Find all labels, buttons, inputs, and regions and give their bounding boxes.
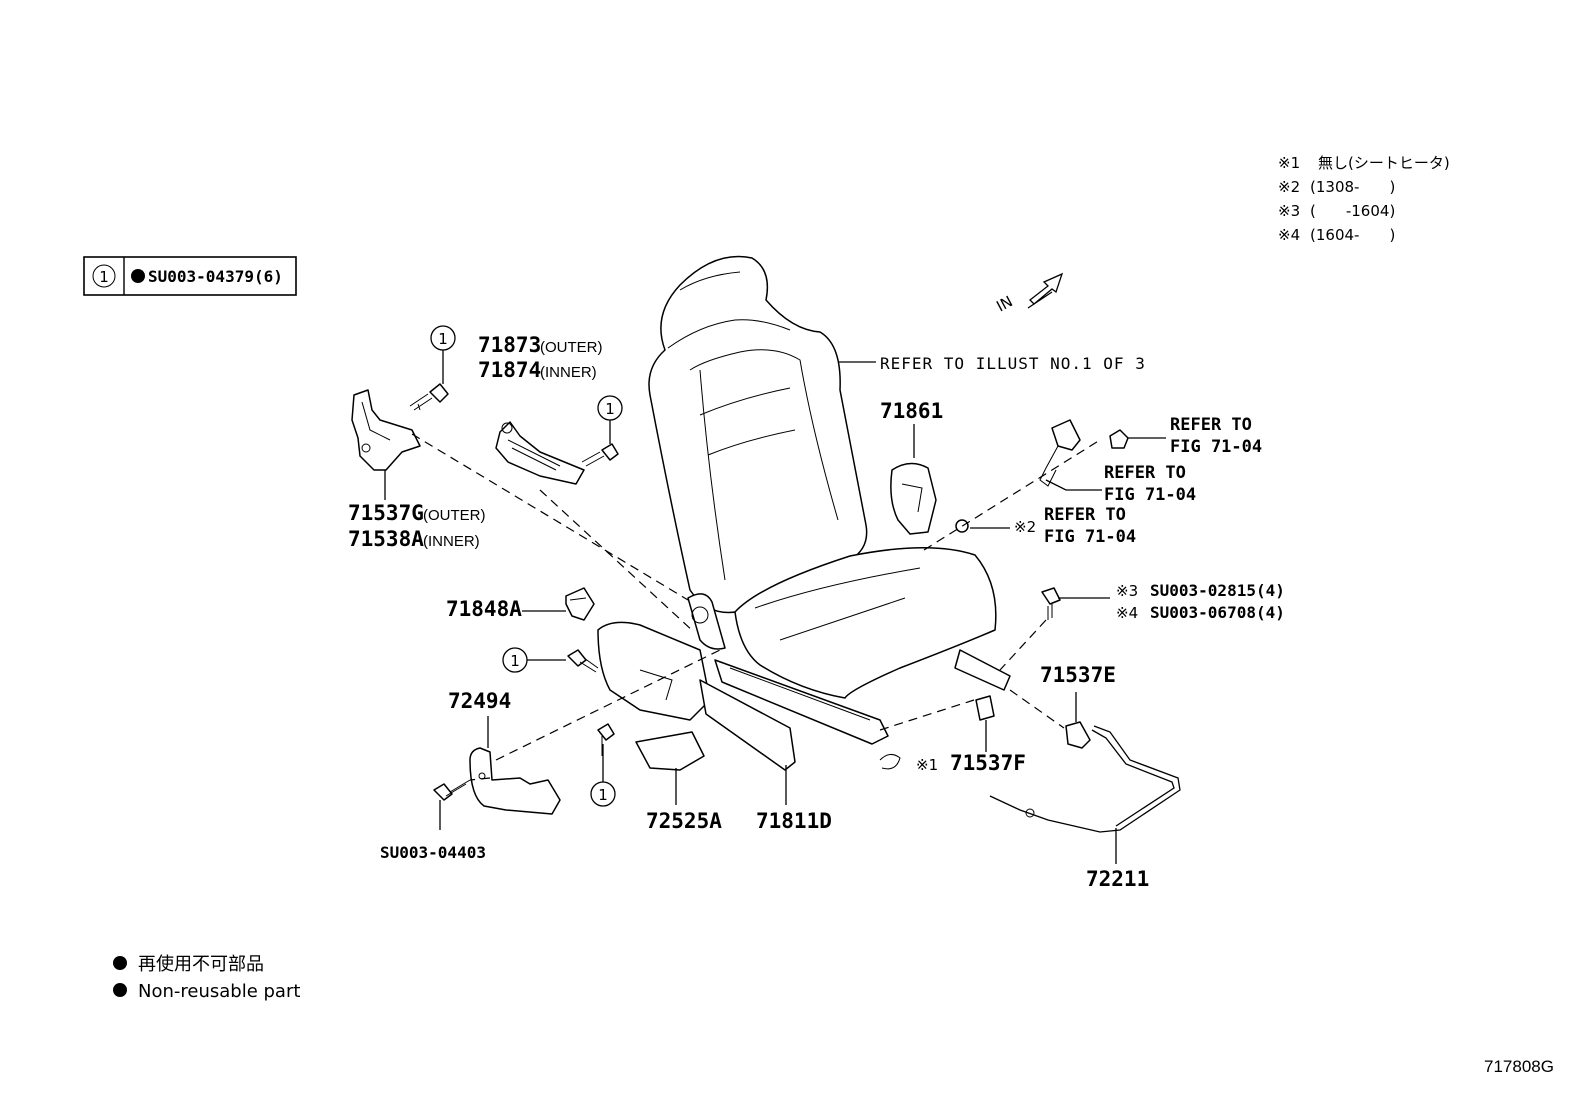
- ref3-mark: ※2: [1014, 518, 1036, 536]
- bolt-b-number: SU003-06708(4): [1150, 603, 1285, 622]
- part-71873-number: 71873: [478, 333, 541, 357]
- cover-71861-part: [890, 462, 937, 535]
- circle-label-1: 1: [438, 330, 448, 348]
- legend-line1: 再使用不可部品: [138, 954, 264, 975]
- key-box-part: SU003-04379(6): [148, 267, 283, 286]
- ref1-line2: FIG 71-04: [1170, 437, 1262, 457]
- direction-label: IN: [993, 292, 1015, 315]
- ref1-line1: REFER TO: [1170, 415, 1252, 435]
- screw-icon: [409, 383, 449, 411]
- bolt-b-mark: ※4: [1116, 604, 1138, 622]
- bolt-a-mark: ※3: [1116, 582, 1138, 600]
- bolt-icon: [1041, 587, 1061, 620]
- non-reusable-dot-icon: [113, 956, 127, 970]
- clip-71848A-part: [565, 587, 595, 621]
- pad-71537E-part: [1065, 721, 1091, 749]
- washer-icon: [955, 519, 969, 533]
- note-mark-2: ※2: [1278, 178, 1300, 196]
- handle-72525A-part: [635, 731, 705, 771]
- part-71873-tag: (OUTER): [540, 339, 603, 356]
- circle-label-2: 1: [605, 400, 615, 418]
- sensor-71537F-part: [975, 695, 995, 721]
- screw-bottom-number: SU003-04403: [380, 843, 486, 862]
- in-direction-arrow-icon: IN: [993, 272, 1064, 316]
- part-71848A-number: 71848A: [446, 597, 522, 621]
- part-71861-number: 71861: [880, 399, 943, 423]
- non-reusable-dot-icon: [113, 983, 127, 997]
- side-shield-part: [597, 621, 711, 721]
- bolt-a-number: SU003-02815(4): [1150, 581, 1285, 600]
- note-mark-3: ※3: [1278, 202, 1300, 220]
- part-72494-number: 72494: [448, 689, 511, 713]
- legend: 再使用不可部品 Non-reusable part: [113, 954, 300, 1002]
- figure-id: 717808G: [1484, 1057, 1554, 1076]
- ref2-line2: FIG 71-04: [1104, 485, 1196, 505]
- note-text-3: ( -1604): [1310, 202, 1395, 220]
- cover-72494-part: [469, 747, 561, 815]
- nut-icon: [1109, 429, 1129, 449]
- non-reusable-dot-icon: [131, 269, 145, 283]
- ref3-line1: REFER TO: [1044, 505, 1126, 525]
- circle-label-4: 1: [598, 786, 608, 804]
- ref3-line2: FIG 71-04: [1044, 527, 1136, 547]
- seat-refer-text: REFER TO ILLUST NO.1 OF 3: [880, 354, 1146, 373]
- legend-line2: Non-reusable part: [138, 981, 300, 1002]
- trim-71811D-part: [699, 679, 796, 771]
- note-text-4: (1604- ): [1310, 226, 1395, 244]
- bracket-71873-part: [495, 421, 585, 485]
- part-71537F-mark: ※1: [916, 756, 938, 774]
- screw-icon: [581, 443, 619, 467]
- part-71537G-number: 71537G: [348, 501, 424, 525]
- belt-buckle-part: [1039, 419, 1081, 487]
- screw-icon: [567, 649, 599, 673]
- part-71874-number: 71874: [478, 358, 541, 382]
- wire-72211-part: [989, 725, 1181, 833]
- key-box-index: 1: [99, 268, 109, 286]
- part-72525A-number: 72525A: [646, 809, 722, 833]
- key-box: 1 SU003-04379(6): [83, 256, 297, 296]
- ref2-line1: REFER TO: [1104, 463, 1186, 483]
- part-71537G-tag: (OUTER): [423, 507, 486, 524]
- part-71811D-number: 71811D: [756, 809, 832, 833]
- note-text-2: (1308- ): [1310, 178, 1395, 196]
- screw-icon: [597, 723, 615, 756]
- screw-icon: [433, 779, 471, 801]
- seat-assembly: [648, 255, 1011, 770]
- note-text-1: 無し(シートヒータ): [1318, 154, 1450, 172]
- part-71537E-number: 71537E: [1040, 663, 1116, 687]
- note-mark-1: ※1: [1278, 154, 1300, 172]
- part-71538A-tag: (INNER): [423, 533, 480, 550]
- note-mark-4: ※4: [1278, 226, 1300, 244]
- part-71537F-number: 71537F: [950, 751, 1026, 775]
- part-72211-number: 72211: [1086, 867, 1149, 891]
- hinge-cover-part: [351, 389, 421, 471]
- part-71538A-number: 71538A: [348, 527, 424, 551]
- notes-block: ※1 無し(シートヒータ) ※2 (1308- ) ※3 ( -1604) ※4…: [1278, 154, 1450, 244]
- part-71874-tag: (INNER): [540, 364, 597, 381]
- circle-label-3: 1: [510, 652, 520, 670]
